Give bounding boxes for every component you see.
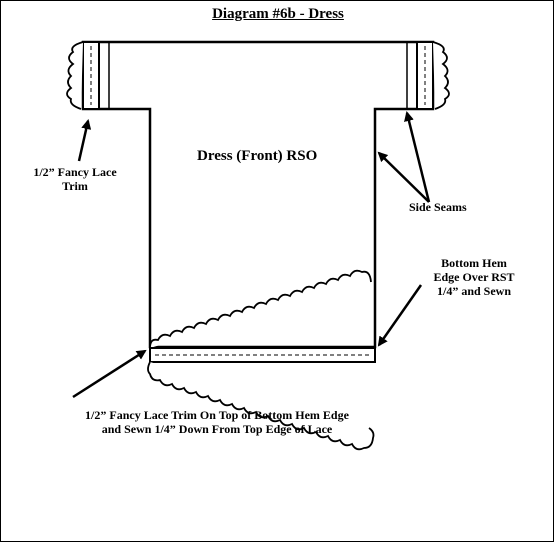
hem-line-1: Bottom Hem: [441, 256, 507, 270]
sleeve-lace-label: 1/2” Fancy Lace Trim: [21, 165, 129, 194]
bottom-lace-line-1: 1/2” Fancy Lace Trim On Top of Bottom He…: [85, 408, 349, 422]
diagram-title: Diagram #6b - Dress: [212, 6, 344, 22]
dress-outline: [81, 40, 435, 349]
arrow-sleeve-lace: [77, 119, 92, 162]
bottom-hem-lace: [147, 269, 376, 451]
arrow-bottom-lace: [72, 349, 147, 399]
sleeve-lace-line-1: 1/2” Fancy Lace: [33, 165, 117, 179]
hem-label: Bottom Hem Edge Over RST 1/4” and Sewn: [419, 256, 529, 298]
side-seams-label: Side Seams: [409, 200, 467, 214]
garment-label: Dress (Front) RSO: [197, 148, 318, 164]
arrow-side-seam-right: [404, 111, 431, 203]
right-sleeve-lace: [406, 41, 450, 110]
bottom-lace-line-2: and Sewn 1/4” Down From Top Edge of Lace: [101, 421, 333, 436]
hem-line-2: Edge Over RST: [433, 269, 515, 284]
arrow-hem-edge: [377, 284, 423, 347]
arrow-side-seam-left: [377, 151, 430, 203]
bottom-lace-label: 1/2” Fancy Lace Trim On Top of Bottom He…: [61, 408, 373, 437]
sleeve-lace-line-2: Trim: [62, 178, 88, 193]
hem-line-3: 1/4” and Sewn: [436, 283, 512, 298]
left-sleeve-lace: [66, 41, 110, 110]
